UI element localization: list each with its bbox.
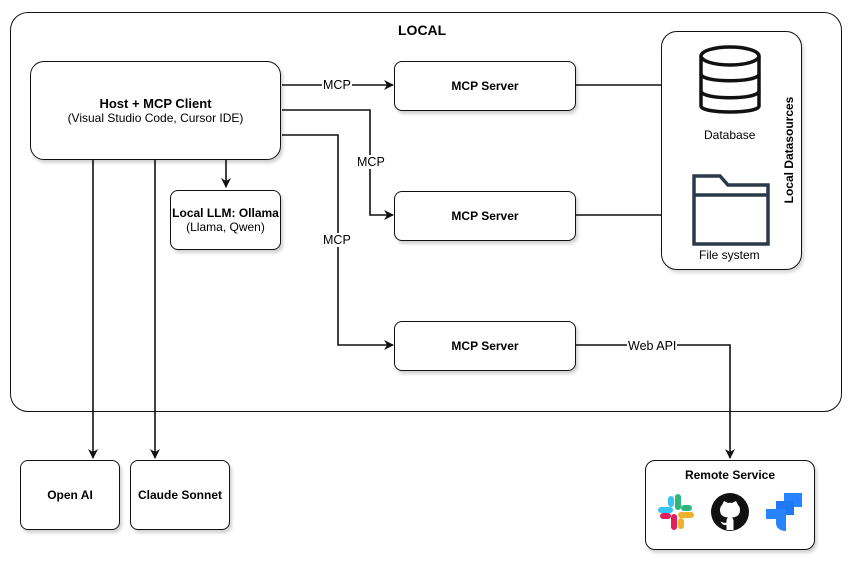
folder-icon [692, 174, 770, 251]
openai-label: Open AI [47, 488, 93, 502]
edge-mcp3-remote [576, 344, 735, 459]
edge-label-web-api: Web API [627, 339, 678, 353]
remote-service-title: Remote Service [684, 468, 776, 482]
mcp-server-label: MCP Server [451, 79, 519, 93]
edge-label-mcp-3: MCP [322, 233, 352, 247]
mcp-server-box-3[interactable]: MCP Server [394, 321, 576, 371]
database-label: Database [704, 128, 756, 142]
local-group-title: LOCAL [398, 22, 447, 38]
local-llm-subtitle: (Llama, Qwen) [186, 220, 265, 234]
local-llm-title: Local LLM: Ollama [172, 206, 279, 220]
host-mcp-client-box[interactable]: Host + MCP Client (Visual Studio Code, C… [30, 61, 281, 160]
edge-label-mcp-1: MCP [322, 78, 352, 92]
claude-sonnet-label: Claude Sonnet [137, 488, 222, 502]
host-title: Host + MCP Client [99, 96, 212, 111]
remote-service-icons [656, 491, 804, 538]
claude-sonnet-box[interactable]: Claude Sonnet [130, 460, 230, 530]
mcp-server-label: MCP Server [451, 209, 519, 223]
mcp-server-box-2[interactable]: MCP Server [394, 191, 576, 241]
github-icon [710, 492, 750, 537]
local-group [10, 12, 842, 412]
edge-label-mcp-2: MCP [356, 155, 386, 169]
remote-service-box[interactable]: Remote Service [645, 460, 815, 550]
mcp-server-label: MCP Server [451, 339, 519, 353]
filesystem-label: File system [699, 248, 760, 262]
mcp-server-box-1[interactable]: MCP Server [394, 61, 576, 111]
database-icon [698, 44, 762, 125]
local-datasources-title: Local Datasources [782, 96, 796, 204]
slack-icon [656, 492, 696, 537]
openai-box[interactable]: Open AI [20, 460, 120, 530]
host-subtitle: (Visual Studio Code, Cursor IDE) [67, 111, 244, 125]
local-llm-box[interactable]: Local LLM: Ollama (Llama, Qwen) [170, 190, 281, 250]
jira-icon [764, 491, 804, 538]
